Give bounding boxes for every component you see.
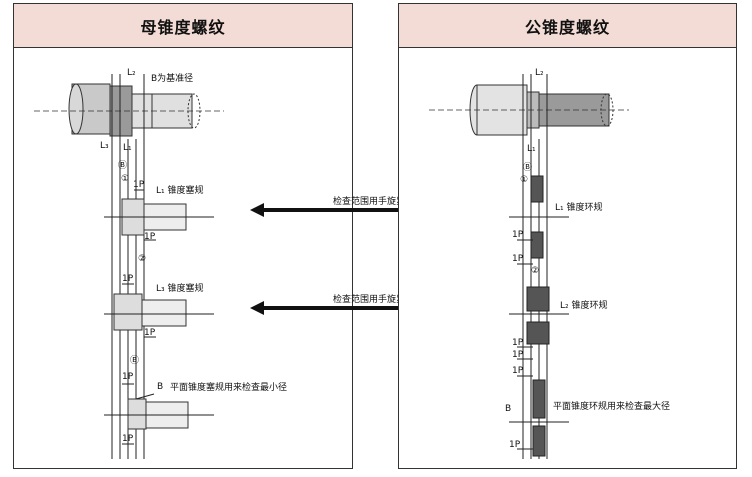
arrow-top-label: 检查范围用手旋紧 (333, 197, 406, 207)
male-pitch-3: 1P (512, 338, 524, 348)
female-circle-b-1: Ⓑ (118, 161, 128, 171)
female-pitch-1: 1P (133, 180, 145, 190)
male-pitch-6: 1P (509, 440, 521, 450)
female-circle-1: ① (121, 174, 130, 184)
male-plane-ring-gauge-label: 平面锥度环规用来检查最大径 (553, 402, 671, 412)
female-pitch-6: 1P (122, 434, 134, 444)
female-l2-label: L₂ (127, 68, 136, 78)
female-thread-panel: 母锥度螺纹 (13, 3, 353, 469)
male-pipe (429, 84, 629, 136)
male-pitch-ticks (517, 239, 533, 450)
female-pipe-fitting (34, 83, 224, 137)
female-b-label: B (157, 382, 164, 392)
female-plane-plug-gauge-label: 平面锥度塞规用来检查最小径 (170, 383, 288, 393)
male-pitch-4: 1P (512, 350, 524, 360)
male-thread-title: 公锥度螺纹 (399, 4, 736, 48)
male-circle-2: ② (531, 266, 540, 276)
male-thread-drawing (429, 74, 629, 459)
arrow-bottom-label: 检查范围用手旋紧 (333, 295, 406, 305)
female-thread-drawing (34, 74, 224, 459)
female-thread-title: 母锥度螺纹 (14, 4, 352, 48)
female-plug-gauge-1 (104, 198, 214, 236)
male-pitch-1: 1P (512, 230, 524, 240)
male-ring-gauge-1-label: L₁ 锥度环规 (555, 203, 603, 213)
male-b-label: B (505, 404, 512, 414)
female-plug-gauge-1-label: L₁ 锥度塞规 (156, 186, 204, 196)
female-circle-2: ② (138, 254, 147, 264)
female-pitch-5: 1P (122, 372, 134, 382)
male-l1-label: L₁ (527, 144, 536, 154)
male-thread-panel: 公锥度螺纹 (398, 3, 737, 469)
male-circle-1: ① (520, 175, 529, 185)
male-pitch-2: 1P (512, 254, 524, 264)
female-pitch-ticks (122, 189, 156, 445)
female-plug-gauge-3 (104, 293, 214, 331)
male-circle-b-1: Ⓑ (523, 163, 533, 173)
female-base-diameter-label: B为基准径 (151, 74, 194, 84)
female-pitch-4: 1P (144, 328, 156, 338)
male-ring-gauge-1 (509, 175, 569, 259)
female-circle-b-2: Ⓑ (130, 356, 140, 366)
male-ring-gauge-2-label: L₂ 锥度环规 (560, 301, 608, 311)
female-l3-label: L₃ (100, 141, 109, 151)
female-plane-plug-gauge (104, 393, 214, 430)
male-plane-ring-gauge (509, 379, 569, 457)
female-pitch-2: 1P (144, 232, 156, 242)
female-l1-label: L₁ (123, 143, 132, 153)
female-plug-gauge-3-label: L₃ 锥度塞规 (156, 284, 204, 294)
male-ring-gauge-2 (509, 286, 569, 345)
male-pitch-5: 1P (512, 366, 524, 376)
female-pitch-3: 1P (122, 274, 134, 284)
male-l2-label: L₂ (535, 68, 544, 78)
